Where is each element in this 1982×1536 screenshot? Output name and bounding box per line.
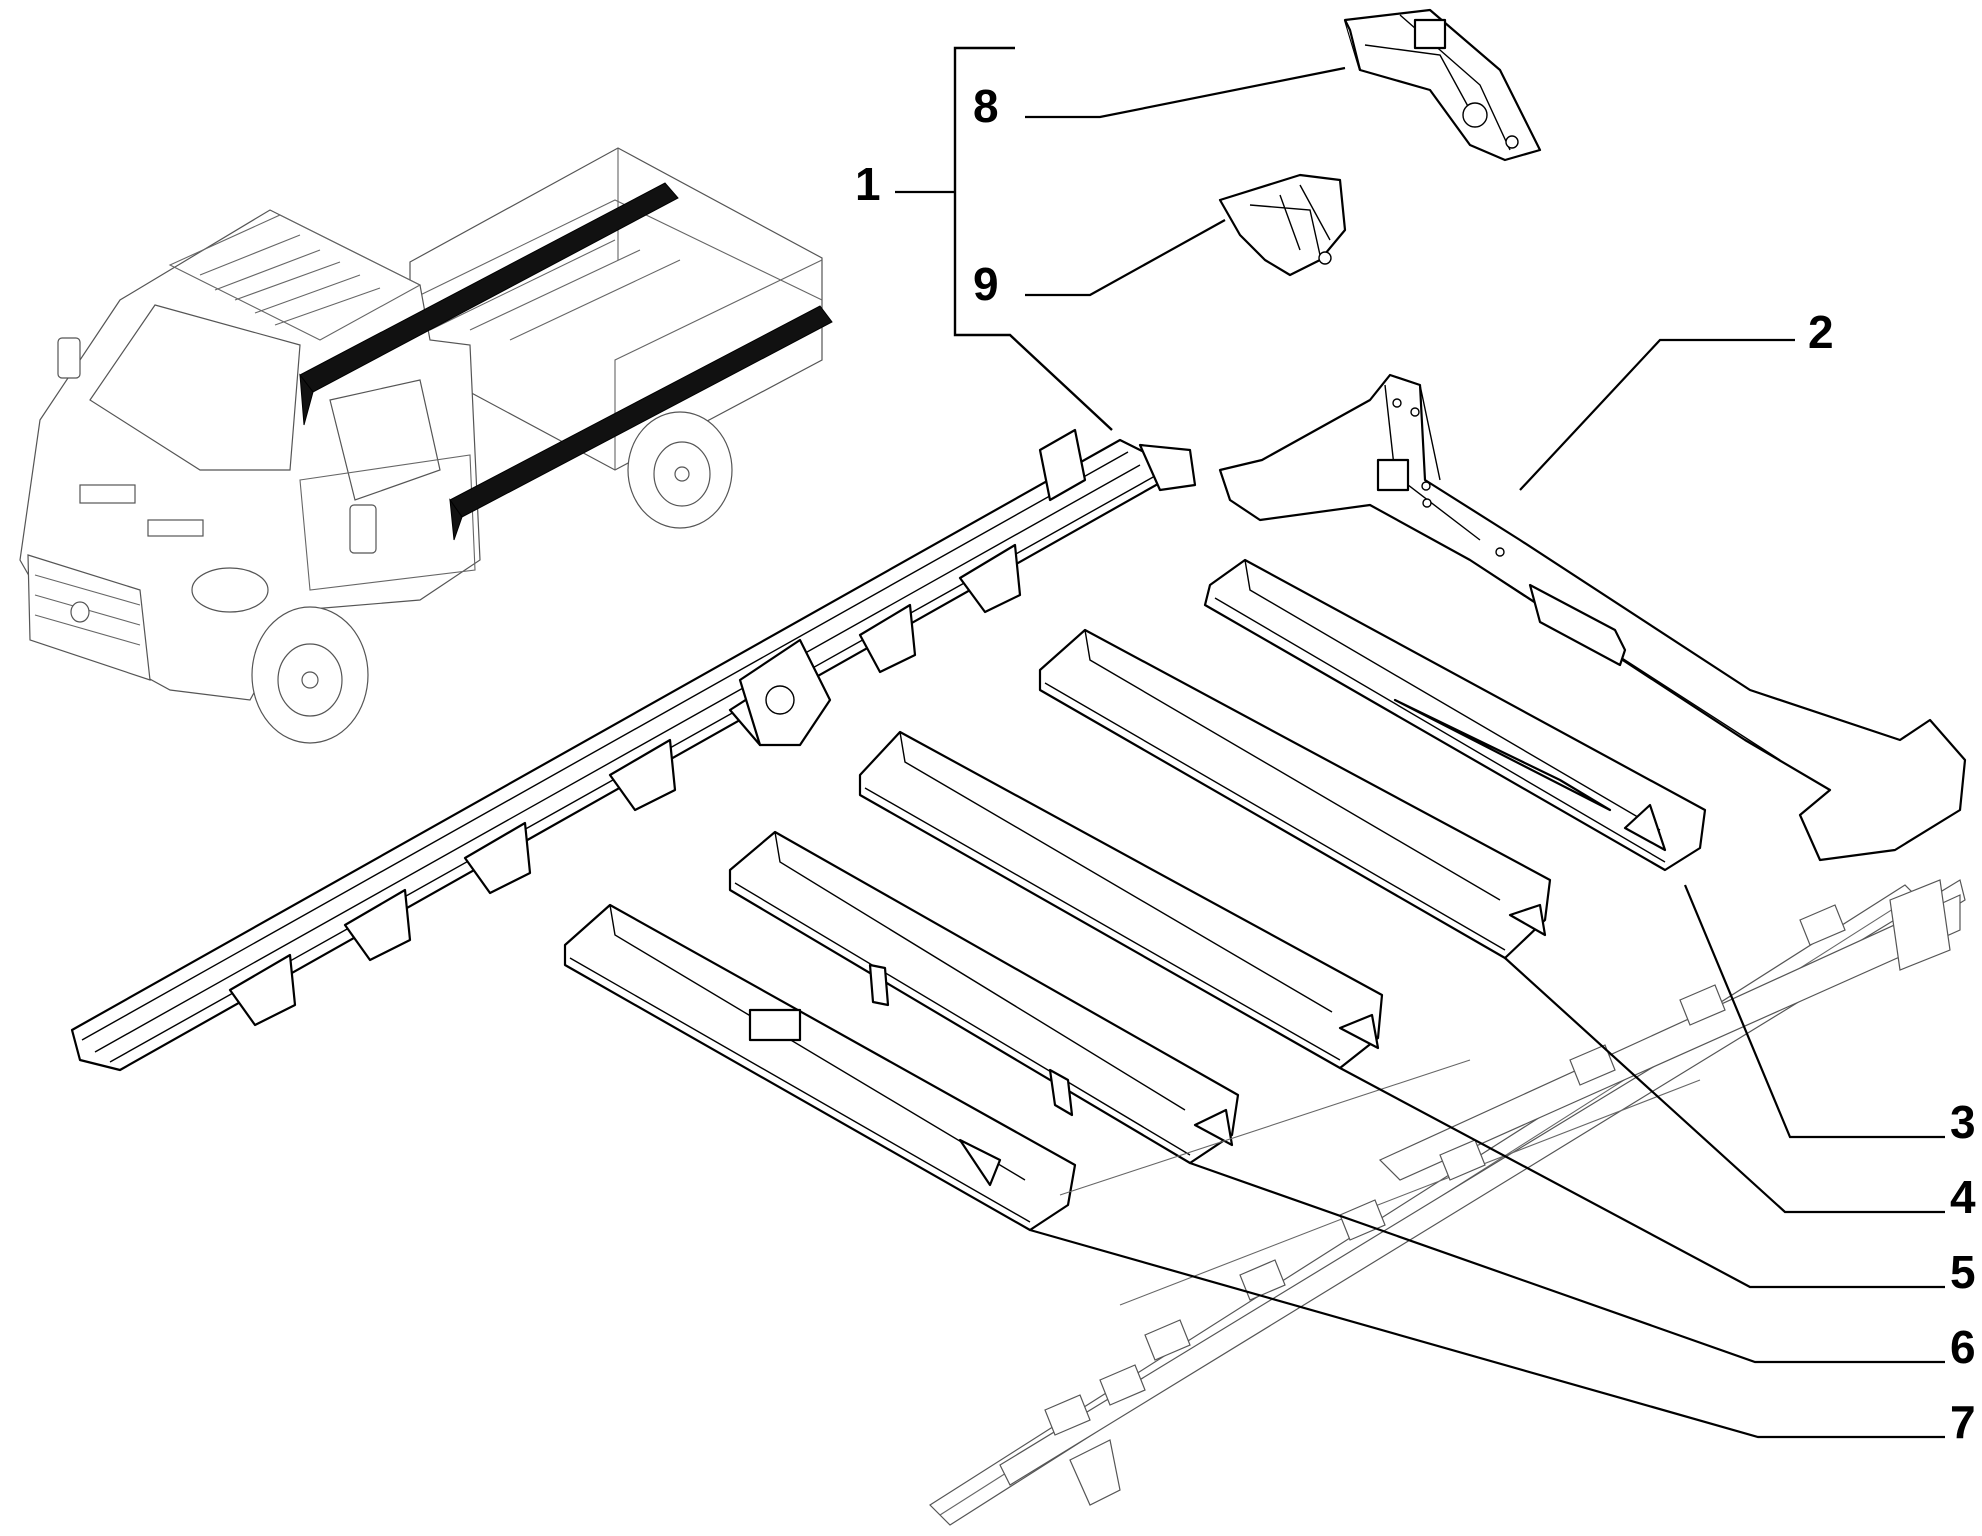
part-7-crossmember [563, 903, 1077, 1232]
callout-6: 6 [1950, 1321, 1976, 1373]
part-1-side-member-assembly [70, 428, 1197, 1072]
callout-4: 4 [1950, 1171, 1976, 1223]
part-2-rear-crossmember [1218, 373, 1967, 862]
part-3-crossmember [1203, 558, 1707, 872]
truck-illustration [19, 147, 833, 744]
part-8-bracket [1343, 8, 1542, 162]
chassis-frame [929, 879, 1966, 1526]
callout-1: 1 [855, 158, 881, 210]
callout-9: 9 [973, 258, 999, 310]
callout-8: 8 [973, 80, 999, 132]
group-1-bracket [953, 46, 1113, 431]
callout-3: 3 [1950, 1096, 1976, 1148]
callout-5: 5 [1950, 1246, 1976, 1298]
part-9-bracket [1218, 173, 1347, 277]
callout-labels: 1 2 3 4 5 6 7 8 9 [855, 80, 1976, 1448]
leader-lines [895, 66, 1945, 1439]
part-6-crossmember [728, 830, 1240, 1165]
callout-7: 7 [1950, 1396, 1976, 1448]
part-4-crossmember [1038, 628, 1552, 960]
callout-2: 2 [1808, 306, 1834, 358]
part-5-crossmember [858, 730, 1384, 1070]
